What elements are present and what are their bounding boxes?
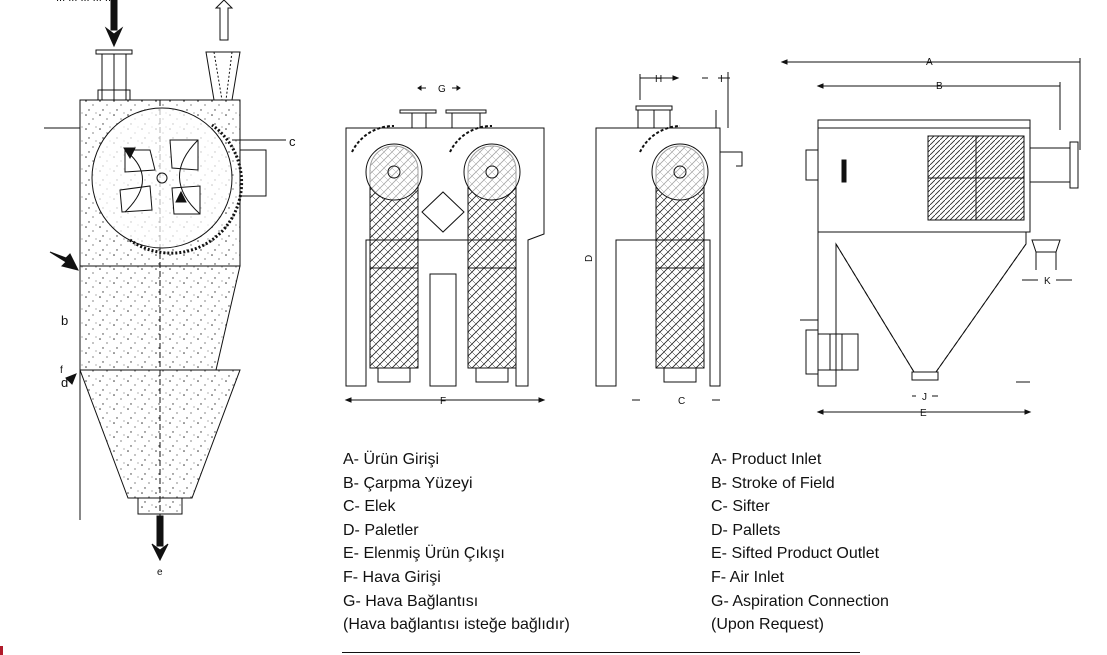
top-caption: ... ... ... ... ... xyxy=(56,0,114,4)
side-label-b: b xyxy=(61,313,68,328)
dim-label-A: A xyxy=(926,57,933,68)
dim-label-J: J xyxy=(922,392,927,403)
dim-label-B: B xyxy=(936,81,943,92)
dim-label-D: D xyxy=(584,255,595,262)
side-label-e: e xyxy=(157,567,163,578)
sifted-outlet-arrow xyxy=(151,515,169,562)
right-elevation xyxy=(780,58,1081,415)
dim-label-F: F xyxy=(440,396,446,407)
dim-label-K: K xyxy=(1044,276,1051,287)
legend-en-item: B- Stroke of Field xyxy=(711,474,835,492)
dim-label-I: I xyxy=(720,74,723,85)
side-view xyxy=(595,72,743,401)
legend-tr-item: F- Hava Girişi xyxy=(343,568,441,586)
left-section-view xyxy=(44,0,286,562)
bottom-divider xyxy=(342,652,860,653)
legend-en-item: A- Product Inlet xyxy=(711,451,822,468)
legend-tr-item: A- Ürün Girişi xyxy=(343,451,440,468)
legend-en-item: F- Air Inlet xyxy=(711,568,784,586)
legend-en-item: G- Aspiration Connection xyxy=(711,592,889,610)
product-inlet-arrow xyxy=(104,0,124,48)
dim-label-E: E xyxy=(920,408,927,419)
accent-mark xyxy=(0,646,3,655)
dim-label-H: H xyxy=(655,74,662,85)
legend-english: A- Product Inlet B- Stroke of Field C- S… xyxy=(711,448,889,637)
front-view xyxy=(344,85,546,403)
legend-turkish: A- Ürün Girişi B- Çarpma Yüzeyi C- Elek … xyxy=(343,448,570,637)
legend-tr-item: B- Çarpma Yüzeyi xyxy=(343,474,473,492)
aspiration-arrow xyxy=(214,0,234,41)
dim-label-G: G xyxy=(438,84,446,95)
legend-tr-item: C- Elek xyxy=(343,498,396,516)
legend-en-item: C- Sifter xyxy=(711,498,770,516)
legend-tr-item: (Hava bağlantısı isteğe bağlıdır) xyxy=(343,616,570,634)
legend-en-item: E- Sifted Product Outlet xyxy=(711,545,880,563)
side-label-f: f xyxy=(60,365,63,376)
legend-tr-item: G- Hava Bağlantısı xyxy=(343,592,479,610)
legend-en-item: (Upon Request) xyxy=(711,616,824,634)
side-label-d: d xyxy=(61,375,68,390)
legend-tr-item: D- Paletler xyxy=(343,521,419,539)
legend-tr-item: E- Elenmiş Ürün Çıkışı xyxy=(343,545,505,563)
dim-label-C: C xyxy=(678,396,685,407)
side-label-c: c xyxy=(289,134,296,149)
legend-en-item: D- Pallets xyxy=(711,521,781,539)
